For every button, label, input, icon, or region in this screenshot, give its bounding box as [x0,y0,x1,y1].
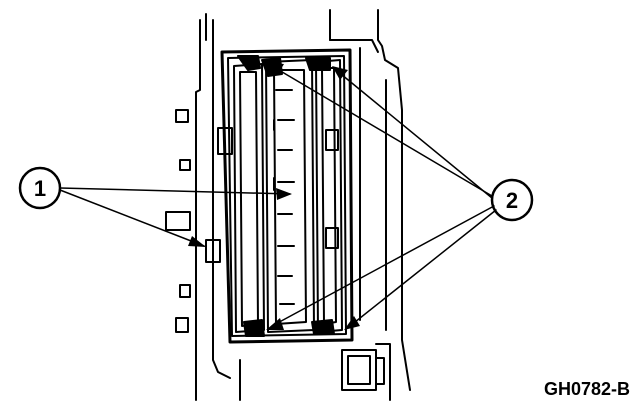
center-filter-element [265,59,315,333]
arrowhead-2d [344,316,360,330]
arrowhead-1a [276,188,292,200]
housing-left-wall [165,13,231,401]
right-filter-panel [315,59,343,333]
figure-id: GH0782-B [543,379,630,399]
left-filter-panel [205,63,265,333]
arrowhead-2a [266,62,284,74]
callout-1 [18,166,291,247]
housing-right-wall [239,9,411,401]
arrowhead-2b [332,66,348,80]
callout-2-label: 2 [506,188,518,213]
arrowhead-1b [188,236,206,247]
callout-2 [271,65,534,327]
bottom-connector [341,349,385,391]
filter-assembly-frame [220,48,354,344]
callout-1-label: 1 [34,176,46,201]
arrowhead-2c [266,318,284,330]
bottom-retaining-clips [243,319,335,337]
